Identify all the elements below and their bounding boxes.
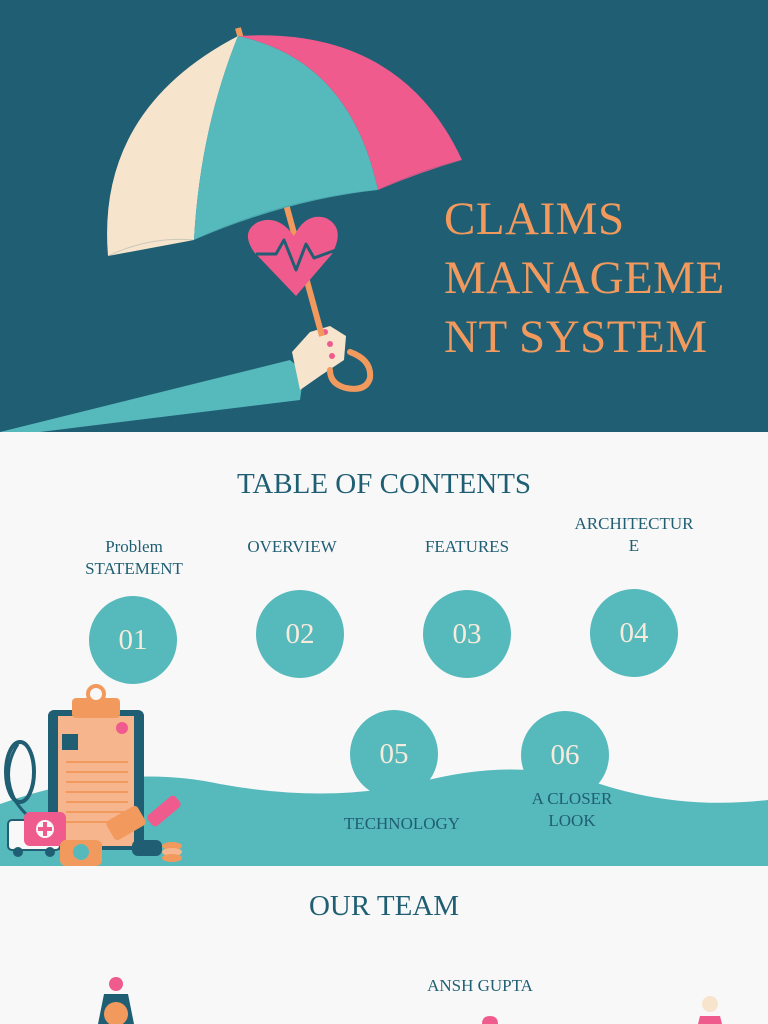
umbrella-illustration	[0, 27, 463, 432]
title-line: NT SYSTEM	[444, 311, 708, 363]
toc-item-05[interactable]: 05	[350, 710, 438, 798]
team-member-figure-right	[698, 996, 722, 1024]
toc-label-features: FEATURES	[397, 536, 537, 558]
label-line: LOOK	[548, 811, 596, 830]
team-decoration	[98, 977, 722, 1024]
toc-label-problem-statement: Problem STATEMENT	[64, 536, 204, 580]
label-line: Problem	[105, 537, 163, 556]
label-line: A CLOSER	[531, 789, 613, 808]
toc-item-04[interactable]: 04	[590, 589, 678, 677]
heart-pulse-icon	[247, 216, 338, 296]
coins-icon	[162, 842, 182, 862]
toc-item-01[interactable]: 01	[89, 596, 177, 684]
label-line: STATEMENT	[85, 559, 183, 578]
title-line: MANAGEME	[444, 252, 725, 304]
toc-label-architecture: ARCHITECTUR E	[556, 513, 712, 557]
team-slide: OUR TEAM ANSH GUPTA	[0, 866, 768, 1024]
hand-icon	[292, 326, 346, 390]
umbrella-handle	[327, 349, 374, 392]
label-line: E	[628, 536, 640, 555]
label-line: ARCHITECTUR	[574, 514, 694, 533]
presentation-title: CLAIMS MANAGEME NT SYSTEM	[444, 190, 764, 367]
title-line: CLAIMS	[444, 193, 625, 245]
toc-item-02[interactable]: 02	[256, 590, 344, 678]
team-member-figure-left	[98, 977, 134, 1024]
title-slide: CLAIMS MANAGEME NT SYSTEM	[0, 0, 768, 432]
toc-slide: TABLE OF CONTENTS Problem STATEMENT 01 O…	[0, 432, 768, 866]
umbrella-icon	[107, 35, 463, 257]
team-heading: OUR TEAM	[308, 890, 460, 922]
toc-heading: TABLE OF CONTENTS	[236, 468, 532, 500]
toc-item-06[interactable]: 06	[521, 711, 609, 799]
toc-label-overview: OVERVIEW	[222, 536, 362, 558]
team-member-name: ANSH GUPTA	[427, 976, 533, 995]
team-member-figure-center	[482, 1016, 498, 1024]
label-line: OVERVIEW	[247, 537, 337, 556]
label-line: FEATURES	[424, 537, 510, 556]
arm-sleeve	[0, 360, 304, 432]
toc-item-03[interactable]: 03	[423, 590, 511, 678]
label-line: TECHNOLOGY	[343, 814, 461, 833]
toc-label-technology: TECHNOLOGY	[320, 813, 484, 835]
toc-label-a-closer-look: A CLOSER LOOK	[497, 788, 647, 832]
pills-icon	[106, 795, 181, 856]
first-aid-kit-icon	[24, 812, 102, 866]
